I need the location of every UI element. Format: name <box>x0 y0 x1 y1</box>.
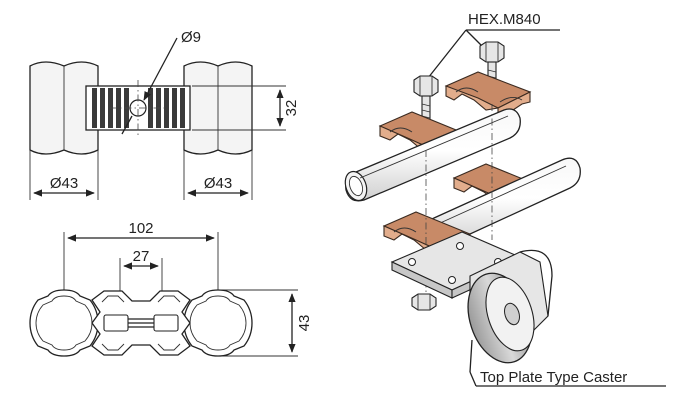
right-pipe-top <box>183 61 253 155</box>
center-spacing-dim: 27 <box>119 248 163 298</box>
clamp-rib <box>164 88 169 128</box>
ribbed-clamp-top <box>85 80 191 138</box>
center-spacing-label: 27 <box>133 248 150 265</box>
top-view: Ø9 32 Ø43 Ø43 <box>29 29 300 200</box>
left-pipe-section <box>29 289 99 357</box>
right-pipe-section <box>183 289 253 357</box>
left-pipe-dia-label: Ø43 <box>50 175 78 192</box>
bolt-callout: HEX.M840 <box>468 11 541 28</box>
exploded-assembly: HEX.M840 <box>344 11 666 387</box>
clamp-rib <box>172 88 177 128</box>
upper-tube <box>344 108 521 202</box>
bolt-hole-leader <box>143 37 178 101</box>
upper-clamp-back <box>444 71 532 119</box>
hex-nut <box>411 293 437 311</box>
clamp-rib <box>180 88 185 128</box>
clamp-rib <box>100 88 105 128</box>
clamp-height-label: 32 <box>283 100 300 117</box>
bolt-hole-dimension: Ø9 <box>181 29 201 46</box>
bolt-hole-leader-tail <box>121 115 133 135</box>
caster-callout-leader <box>469 339 473 373</box>
bolt-callout-leader-1 <box>427 29 467 79</box>
caster-callout: Top Plate Type Caster <box>480 369 627 386</box>
clamp-rib <box>92 88 97 128</box>
clamp-height-dim: 32 <box>192 85 300 131</box>
right-pipe-dia-label: Ø43 <box>204 175 232 192</box>
center-clamp-section <box>91 290 191 356</box>
section-height-dim: 43 <box>218 289 313 357</box>
left-pipe-dia-dim: Ø43 <box>29 150 99 200</box>
section-height-label: 43 <box>296 315 313 332</box>
overall-length-label: 102 <box>128 220 153 237</box>
right-pipe-dia-dim: Ø43 <box>183 150 253 200</box>
overall-length-dim: 102 <box>63 220 219 312</box>
section-view: 102 27 43 <box>29 220 313 357</box>
caster-callout-leader-end <box>469 371 477 387</box>
caster-wheel <box>467 249 553 364</box>
clamp-rib <box>116 88 121 128</box>
